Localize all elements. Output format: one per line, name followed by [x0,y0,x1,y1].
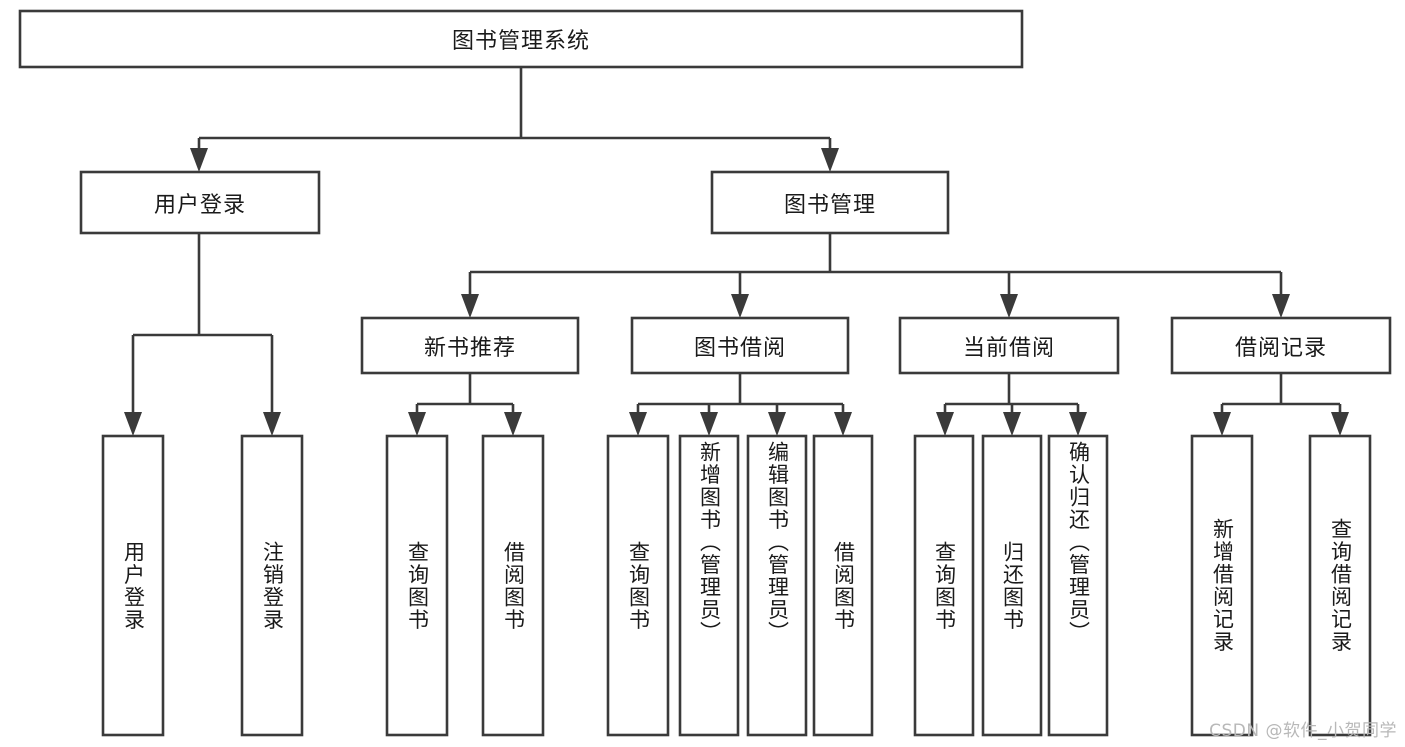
node-box-leaf-new-book-1[interactable] [385,434,449,737]
arrow-head-leaf-book-borrow-2 [700,412,718,436]
node-box-leaf-current-borrow-1[interactable] [913,434,975,737]
node-box-leaf-book-borrow-3[interactable] [746,434,808,737]
node-box-leaf-borrow-record-1[interactable] [1190,434,1254,737]
arrow-head-user-login [190,148,208,172]
arrow-head-leaf-current-borrow-2 [1003,412,1021,436]
node-box-book-management[interactable] [710,170,950,235]
arrow-head-leaf-book-borrow-4 [834,412,852,436]
arrow-head-leaf-book-borrow-1 [629,412,647,436]
node-box-current-borrow[interactable] [898,316,1120,375]
node-box-new-book-recommend[interactable] [360,316,580,375]
node-box-root[interactable] [18,9,1024,69]
node-box-leaf-current-borrow-3[interactable] [1047,434,1109,737]
arrow-head-leaf-new-book-2 [504,412,522,436]
node-box-leaf-book-borrow-1[interactable] [606,434,670,737]
arrow-head-leaf-current-borrow-1 [936,412,954,436]
node-box-leaf-current-borrow-2[interactable] [981,434,1043,737]
arrow-head-leaf-current-borrow-3 [1069,412,1087,436]
arrow-head-current-borrow [1000,294,1018,318]
arrow-head-leaf-book-borrow-3 [768,412,786,436]
arrow-head-leaf-user-login-2 [263,412,281,436]
watermark: CSDN @软件_小贺同学 [1209,721,1397,741]
node-box-user-login[interactable] [79,170,321,235]
arrow-head-book-borrow [731,294,749,318]
node-box-leaf-user-login-1[interactable] [101,434,165,737]
arrow-head-leaf-borrow-record-1 [1213,412,1231,436]
node-box-leaf-new-book-2[interactable] [481,434,545,737]
node-box-leaf-book-borrow-4[interactable] [812,434,874,737]
arrow-head-leaf-user-login-1 [124,412,142,436]
node-box-leaf-user-login-2[interactable] [240,434,304,737]
arrow-head-leaf-borrow-record-2 [1331,412,1349,436]
node-box-borrow-record[interactable] [1170,316,1392,375]
node-box-leaf-book-borrow-2[interactable] [678,434,740,737]
arrow-head-new-book-recommend [461,294,479,318]
arrow-head-borrow-record [1272,294,1290,318]
arrow-head-book-management [821,148,839,172]
node-box-book-borrow[interactable] [630,316,850,375]
node-box-leaf-borrow-record-2[interactable] [1308,434,1372,737]
arrow-head-leaf-new-book-1 [408,412,426,436]
